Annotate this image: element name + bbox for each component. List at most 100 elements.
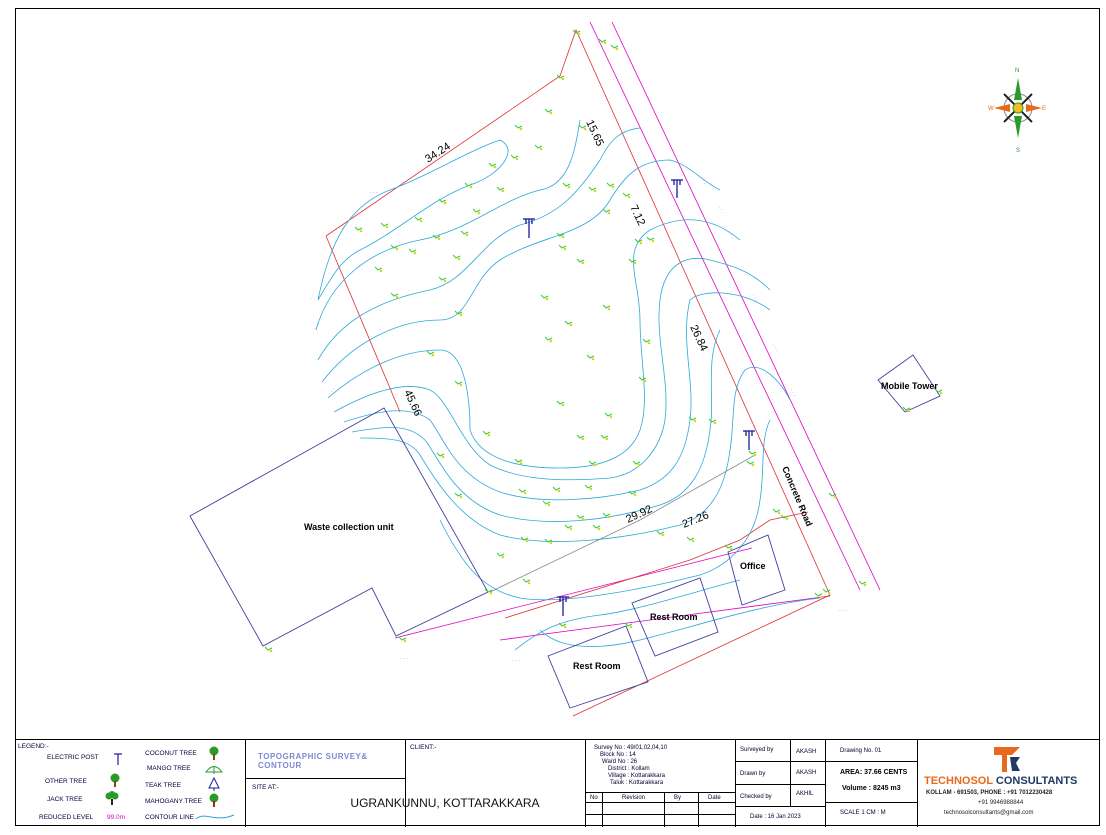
tree-point-icon <box>724 544 733 551</box>
electric-post-icon <box>743 430 755 450</box>
block-number: Block No : 14 <box>600 752 636 758</box>
tree-point-icon <box>600 434 609 441</box>
company-logo-icon <box>992 745 1022 773</box>
volume: Volume : 8245 m3 <box>842 785 901 792</box>
tree-point-icon <box>588 186 597 193</box>
tree-point-icon <box>436 452 445 459</box>
mobile-tower-outline <box>877 354 941 413</box>
tree-point-icon <box>564 524 573 531</box>
tree-point-icon <box>510 154 519 161</box>
tree-point-icon <box>828 492 837 499</box>
tree-point-icon <box>264 646 273 653</box>
tree-point-icon <box>602 304 611 311</box>
project-title: TOPOGRAPHIC SURVEY& CONTOUR <box>258 752 368 770</box>
tree-point-icon <box>482 430 491 437</box>
tree-point-icon <box>438 276 447 283</box>
electric-post-icon <box>523 218 535 238</box>
legend-jack-tree: JACK TREE <box>47 796 83 803</box>
tree-point-icon <box>558 244 567 251</box>
tree-point-icon <box>472 208 481 215</box>
tree-point-icon <box>622 192 631 199</box>
tree-point-icon <box>522 578 531 585</box>
drawn-by-value: AKASH <box>796 770 817 776</box>
tree-point-icon <box>556 74 565 81</box>
jack-tree-icon <box>105 791 119 805</box>
tree-point-icon <box>780 514 789 521</box>
tree-point-icon <box>542 500 551 507</box>
district: District : Kollam <box>608 766 650 772</box>
compass-west: W <box>988 106 994 112</box>
surveyed-by-label: Surveyed by <box>740 747 774 753</box>
tree-point-icon <box>586 354 595 361</box>
svg-text:· · ·: · · · <box>716 205 725 215</box>
tree-point-icon <box>588 460 597 467</box>
rest-room-2-outline <box>547 625 649 709</box>
tree-point-icon <box>558 622 567 629</box>
tree-point-icon <box>598 38 607 45</box>
electric-post-icon <box>113 752 123 765</box>
legend-coconut-tree: COCONUT TREE <box>145 750 197 757</box>
company-name-a: TECHNOSOL <box>924 775 993 787</box>
tree-point-icon <box>380 222 389 229</box>
tree-point-icon <box>576 514 585 521</box>
company-name-b: CONSULTANTS <box>992 775 1078 787</box>
dimension-7-12: 7.12 <box>627 203 647 227</box>
drawing-frame <box>15 8 1100 826</box>
tree-point-icon <box>576 258 585 265</box>
survey-number: Survey No : 49/01,02,04,10 <box>594 745 668 751</box>
dimension-45-66: 45.66 <box>401 388 424 418</box>
tree-point-icon <box>556 400 565 407</box>
teak-tree-icon <box>208 776 220 791</box>
compass-north: N <box>1015 68 1019 74</box>
tree-point-icon <box>602 512 611 519</box>
tree-point-icon <box>534 144 543 151</box>
tree-point-icon <box>552 486 561 493</box>
tree-point-icon <box>374 266 383 273</box>
village: Village : Kottarakkara <box>608 773 665 779</box>
tree-point-icon <box>540 294 549 301</box>
client-cell: CLIENT:- <box>405 740 585 827</box>
tree-point-icon <box>642 338 651 345</box>
tree-point-icon <box>464 182 473 189</box>
tree-point-icon <box>520 536 529 543</box>
tree-point-icon <box>432 234 441 241</box>
dimension-34-24: 34.24 <box>423 140 453 165</box>
svg-text:· · ·: · · · <box>400 656 408 662</box>
tree-point-icon <box>748 450 757 457</box>
buildings <box>189 354 941 709</box>
tree-point-icon <box>454 492 463 499</box>
date: Date : 16 Jan 2023 <box>750 814 801 820</box>
tree-point-icon <box>438 198 447 205</box>
tree-point-icon <box>564 320 573 327</box>
tree-point-icon <box>496 552 505 559</box>
tree-point-icon <box>578 124 587 131</box>
tree-point-icon <box>628 490 637 497</box>
tree-point-icon <box>656 530 665 537</box>
tree-point-icon <box>646 236 655 243</box>
legend-electric-post: ELECTRIC POST <box>47 754 99 761</box>
terrain-edge <box>489 454 756 593</box>
tree-point-icon <box>858 580 867 587</box>
legend-mahogany-tree: MAHOGANY TREE <box>145 798 202 805</box>
tree-point-icon <box>592 524 601 531</box>
company-phone: +91 9946988844 <box>978 800 1024 806</box>
company-name: TECHNOSOL CONSULTANTS <box>924 775 1077 787</box>
tree-point-icon <box>426 350 435 357</box>
revision-header-date: Date <box>708 795 721 801</box>
legend-teak-tree: TEAK TREE <box>145 782 182 789</box>
svg-text:· · ·: · · · <box>370 190 378 196</box>
area: AREA: 37.66 CENTS <box>840 769 908 776</box>
tree-point-icon <box>688 416 697 423</box>
tree-point-icon <box>514 458 523 465</box>
tree-point-icon <box>514 124 523 131</box>
survey-cell: Survey No : 49/01,02,04,10 Block No : 14… <box>585 740 736 827</box>
contour-line-icon <box>195 810 235 822</box>
tree-point-icon <box>576 434 585 441</box>
tree-point-icon <box>544 538 553 545</box>
site-label: SITE AT:- <box>252 784 279 791</box>
revision-header-no: No <box>590 795 598 801</box>
tree-point-icon <box>390 292 399 299</box>
mahogany-tree-icon <box>208 793 220 807</box>
svg-text:· · ·: · · · <box>804 436 813 446</box>
title-block: LEGEND:- ELECTRIC POST OTHER TREE JACK T… <box>15 739 1100 827</box>
